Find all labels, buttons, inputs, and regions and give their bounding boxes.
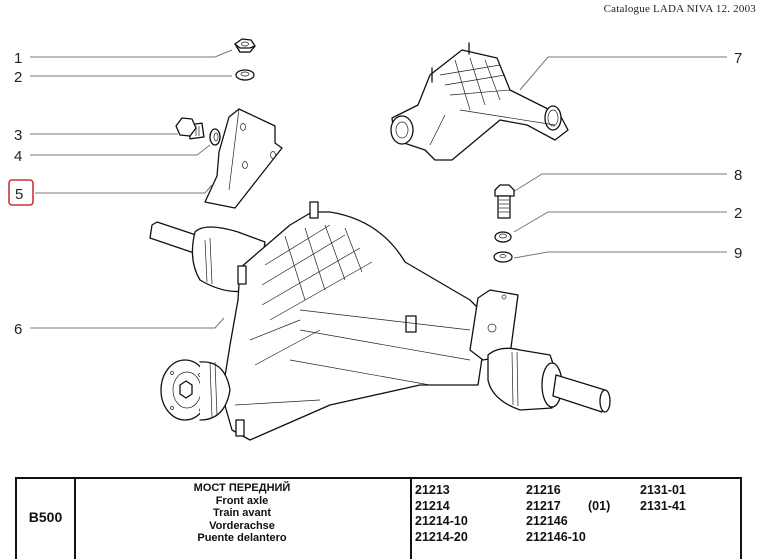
name-es: Puente delantero [197,532,287,544]
model-item: 212146 [526,514,568,528]
part-2-spring-washer[interactable] [235,69,255,81]
callout-5[interactable]: 5 [15,186,23,203]
model-item: 21217 [526,498,561,513]
leader-4 [30,144,211,156]
leader-6 [30,317,225,329]
model-column-3: 2131-01 2131-41 [640,483,686,514]
model-item: 21214-10 [415,514,468,528]
model-item: 21216 [526,483,561,497]
name-en: Front axle [215,494,269,507]
callout-9[interactable]: 9 [734,245,742,262]
part-6-front-axle-assembly[interactable] [149,201,611,441]
leader-9 [513,251,727,259]
part-2-spring-washer-right[interactable] [494,231,512,243]
model-variant-note: (01) [588,498,611,513]
part-9-flat-washer[interactable] [493,251,513,263]
model-list-cell: 21213 21214 21214-10 21214-20 21216 2121… [412,479,742,559]
callout-7[interactable]: 7 [734,50,742,67]
part-8-bolt[interactable] [494,184,515,219]
leader-1 [30,49,233,58]
model-item: 21214-20 [415,529,468,544]
callout-3[interactable]: 3 [14,127,22,144]
title-block-table: B500 МОСТ ПЕРЕДНИЙ Front axle Train avan… [15,477,742,559]
group-code: B500 [28,509,63,525]
exploded-parts-diagram: 1 2 3 4 5 6 7 8 2 9 [8,38,742,441]
leader-2b [513,211,727,233]
model-item: 2131-41 [640,498,686,513]
group-names: МОСТ ПЕРЕДНИЙ Front axle Train avant Vor… [74,482,410,545]
part-4-washer[interactable] [209,128,221,146]
part-1-nut[interactable] [234,38,256,53]
model-column-2: 21216 21217 212146 212146-10 [526,483,586,545]
part-5-bracket[interactable] [204,108,283,209]
name-de: Vorderachse [209,519,275,532]
model-item: 212146-10 [526,529,586,544]
name-fr: Train avant [212,507,272,519]
callout-8[interactable]: 8 [734,167,742,184]
leader-lines [30,49,727,329]
callout-5-highlight [8,179,34,206]
model-item: 21214 [415,498,450,513]
leader-8 [512,173,727,193]
callout-2-right[interactable]: 2 [734,205,742,222]
callout-1[interactable]: 1 [14,50,22,67]
group-name-cell: МОСТ ПЕРЕДНИЙ Front axle Train avant Vor… [74,479,412,559]
leader-7 [519,56,727,91]
catalogue-header: Catalogue LADA NIVA 12. 2003 [603,3,756,15]
callout-2[interactable]: 2 [14,69,22,86]
leader-5 [35,184,213,194]
model-column-1: 21213 21214 21214-10 21214-20 [415,483,468,545]
model-item: 2131-01 [640,483,686,497]
group-code-cell: B500 [15,479,76,559]
callout-6[interactable]: 6 [14,321,22,338]
model-item: 21213 [415,483,450,497]
part-3-bolt[interactable] [175,117,205,140]
part-7-differential-housing[interactable] [390,42,569,161]
name-ru: МОСТ ПЕРЕДНИЙ [193,482,291,494]
callout-4[interactable]: 4 [14,148,22,165]
